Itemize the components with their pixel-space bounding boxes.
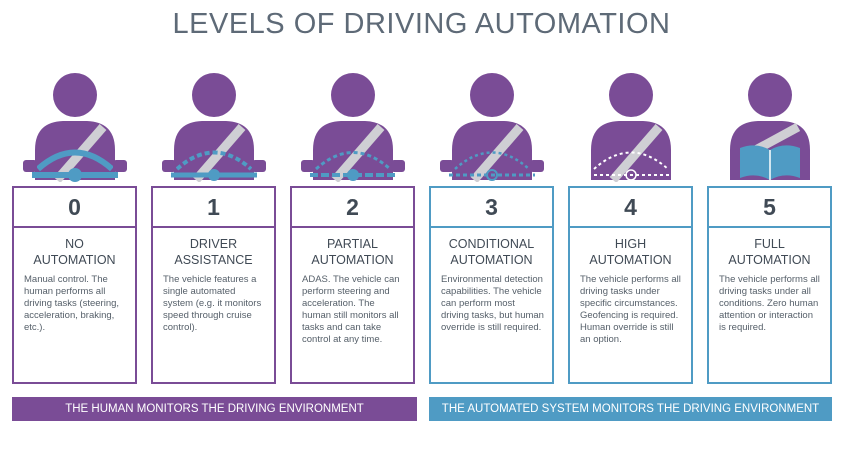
level-description: The vehicle performs all driving tasks u… — [580, 274, 681, 345]
level-name: NO AUTOMATION — [33, 237, 116, 267]
person-steering-wheel-outline-icon — [588, 73, 674, 183]
level-card-5: 5 FULL AUTOMATION The vehicle performs a… — [707, 186, 832, 384]
level-description: The vehicle features a single automated … — [163, 274, 262, 333]
level-description: Manual control. The human performs all d… — [24, 274, 120, 333]
person-steering-wheel-dashed-icon — [440, 73, 544, 183]
level-3-figure — [428, 72, 556, 183]
level-card-0: 0 NO AUTOMATION Manual control. The huma… — [12, 186, 137, 384]
level-name: DRIVER ASSISTANCE — [174, 237, 253, 267]
level-number: 2 — [292, 188, 413, 228]
level-name: FULL AUTOMATION — [728, 237, 811, 267]
page-title: LEVELS OF DRIVING AUTOMATION — [172, 8, 671, 40]
system-monitors-banner: THE AUTOMATED SYSTEM MONITORS THE DRIVIN… — [429, 397, 832, 421]
level-number: 4 — [570, 188, 691, 228]
person-steering-wheel-dashed-icon — [301, 73, 405, 183]
level-card-4: 4 HIGH AUTOMATION The vehicle performs a… — [568, 186, 693, 384]
level-2-figure — [289, 72, 417, 183]
level-description: The vehicle performs all driving tasks u… — [719, 274, 820, 333]
person-reading-book-icon — [730, 73, 810, 180]
level-card-1: 1 DRIVER ASSISTANCE The vehicle features… — [151, 186, 276, 384]
level-card-3: 3 CONDITIONAL AUTOMATION Environmental d… — [429, 186, 554, 384]
level-4-figure — [567, 72, 695, 183]
level-number: 3 — [431, 188, 552, 228]
level-name: HIGH AUTOMATION — [589, 237, 672, 267]
level-name: CONDITIONAL AUTOMATION — [448, 237, 535, 267]
human-monitors-banner: THE HUMAN MONITORS THE DRIVING ENVIRONME… — [12, 397, 417, 421]
person-steering-wheel-dashed-icon — [162, 73, 266, 183]
level-name: PARTIAL AUTOMATION — [311, 237, 394, 267]
level-0-figure — [11, 72, 139, 183]
level-card-2: 2 PARTIAL AUTOMATION ADAS. The vehicle c… — [290, 186, 415, 384]
person-steering-wheel-solid-icon — [23, 73, 127, 183]
level-5-figure — [706, 72, 834, 182]
level-number: 0 — [14, 188, 135, 228]
level-number: 1 — [153, 188, 274, 228]
level-description: Environmental detection capabilities. Th… — [441, 274, 544, 333]
level-number: 5 — [709, 188, 830, 228]
level-description: ADAS. The vehicle can perform steering a… — [302, 274, 400, 345]
level-1-figure — [150, 72, 278, 183]
